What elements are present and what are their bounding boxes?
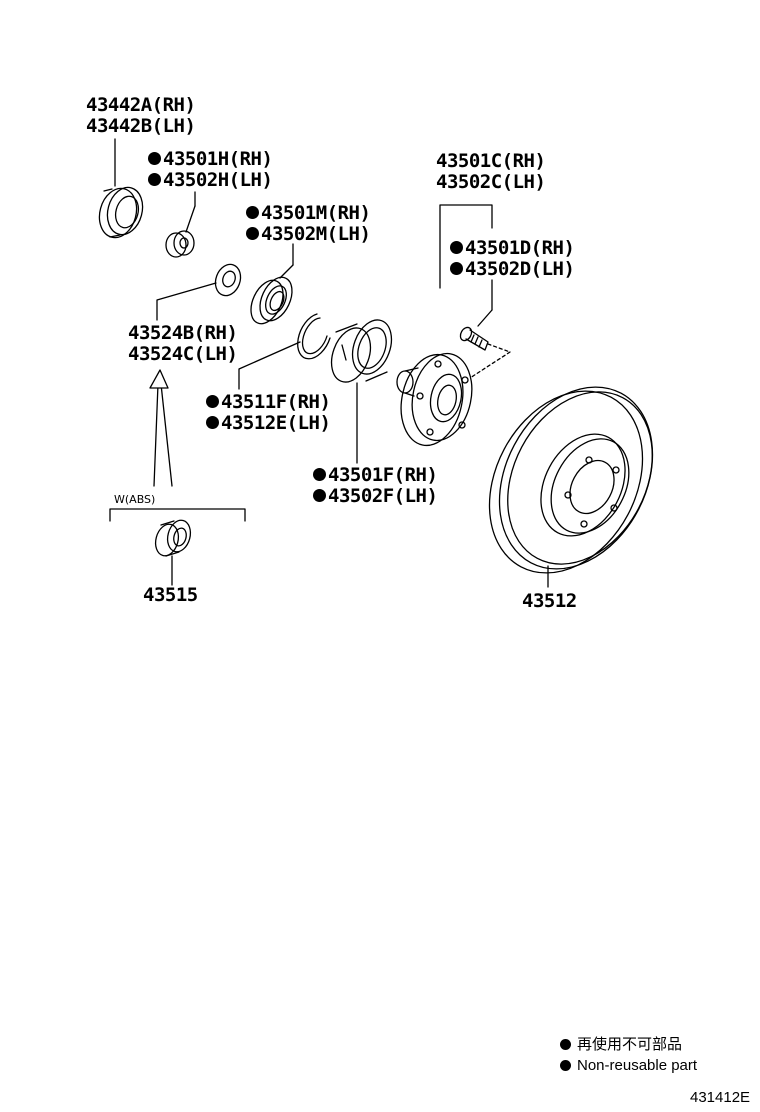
bearing-icon: [330, 319, 393, 383]
abs-arrows: [149, 369, 173, 487]
part-number-rh: 43511F(RH): [206, 392, 331, 413]
non-reusable-dot-icon: [246, 227, 259, 240]
part-number-rh: 43501M(RH): [246, 203, 371, 224]
abs-rotor-label: 43515: [143, 584, 198, 606]
abs-group-label: W(ABS): [114, 493, 156, 506]
non-reusable-dot-icon: [560, 1039, 571, 1050]
nut-small-label: 43501H(RH) 43502H(LH): [148, 149, 273, 191]
legend-english: Non-reusable part: [560, 1055, 697, 1076]
dashed-install-lines: [469, 343, 511, 379]
washer-icon: [214, 263, 242, 297]
part-number-lh: 43442B(LH): [86, 115, 196, 137]
part-number-rh: 43501D(RH): [450, 238, 575, 259]
non-reusable-dot-icon: [206, 416, 219, 429]
hub-bolt-icon: [459, 326, 489, 351]
part-number-lh: 43502H(LH): [148, 170, 273, 191]
figure-number: 431412E: [690, 1089, 751, 1106]
brake-disc-icon: [488, 386, 654, 574]
oil-seal-icon: [250, 276, 293, 325]
part-number-rh: 43501H(RH): [148, 149, 273, 170]
non-reusable-dot-icon: [313, 489, 326, 502]
non-reusable-dot-icon: [313, 468, 326, 481]
part-number-rh: 43442A(RH): [86, 94, 196, 116]
part-number-rh: 43501F(RH): [313, 465, 438, 486]
nut-icon: [165, 230, 195, 258]
non-reusable-dot-icon: [246, 206, 259, 219]
non-reusable-dot-icon: [148, 173, 161, 186]
hub-bolt-set-label: 43501C(RH) 43502C(LH): [436, 150, 546, 193]
part-number-lh: 43524C(LH): [128, 343, 238, 365]
non-reusable-dot-icon: [560, 1060, 571, 1071]
part-number-lh: 43512E(LH): [206, 413, 331, 434]
leader-lines: [109, 138, 549, 588]
part-number-rh: 43501C(RH): [436, 150, 546, 172]
oil-seal-label: 43501M(RH) 43502M(LH): [246, 203, 371, 245]
part-number-lh: 43502M(LH): [246, 224, 371, 245]
non-reusable-dot-icon: [148, 152, 161, 165]
non-reusable-dot-icon: [206, 395, 219, 408]
abs-rotor-icon: [154, 519, 192, 557]
part-number-lh: 43502F(LH): [313, 486, 438, 507]
bearing-race-outer-icon: [98, 186, 144, 239]
non-reusable-dot-icon: [450, 262, 463, 275]
hub-bolt-label: 43501D(RH) 43502D(LH): [450, 238, 575, 280]
bearing-race-outer-label: 43442A(RH) 43442B(LH): [86, 94, 196, 137]
part-number-lh: 43502C(LH): [436, 171, 546, 193]
legend: 再使用不可部品 Non-reusable part: [560, 1034, 697, 1076]
snap-ring-icon: [297, 313, 331, 360]
part-number-rh: 43524B(RH): [128, 322, 238, 344]
part-number-lh: 43502D(LH): [450, 259, 575, 280]
bearing-label: 43501F(RH) 43502F(LH): [313, 465, 438, 507]
washer-label: 43524B(RH) 43524C(LH): [128, 322, 238, 365]
snap-ring-label: 43511F(RH) 43512E(LH): [206, 392, 331, 434]
axle-hub-icon: [396, 352, 473, 447]
legend-japanese: 再使用不可部品: [560, 1034, 697, 1055]
non-reusable-dot-icon: [450, 241, 463, 254]
disc-label: 43512: [522, 590, 577, 612]
